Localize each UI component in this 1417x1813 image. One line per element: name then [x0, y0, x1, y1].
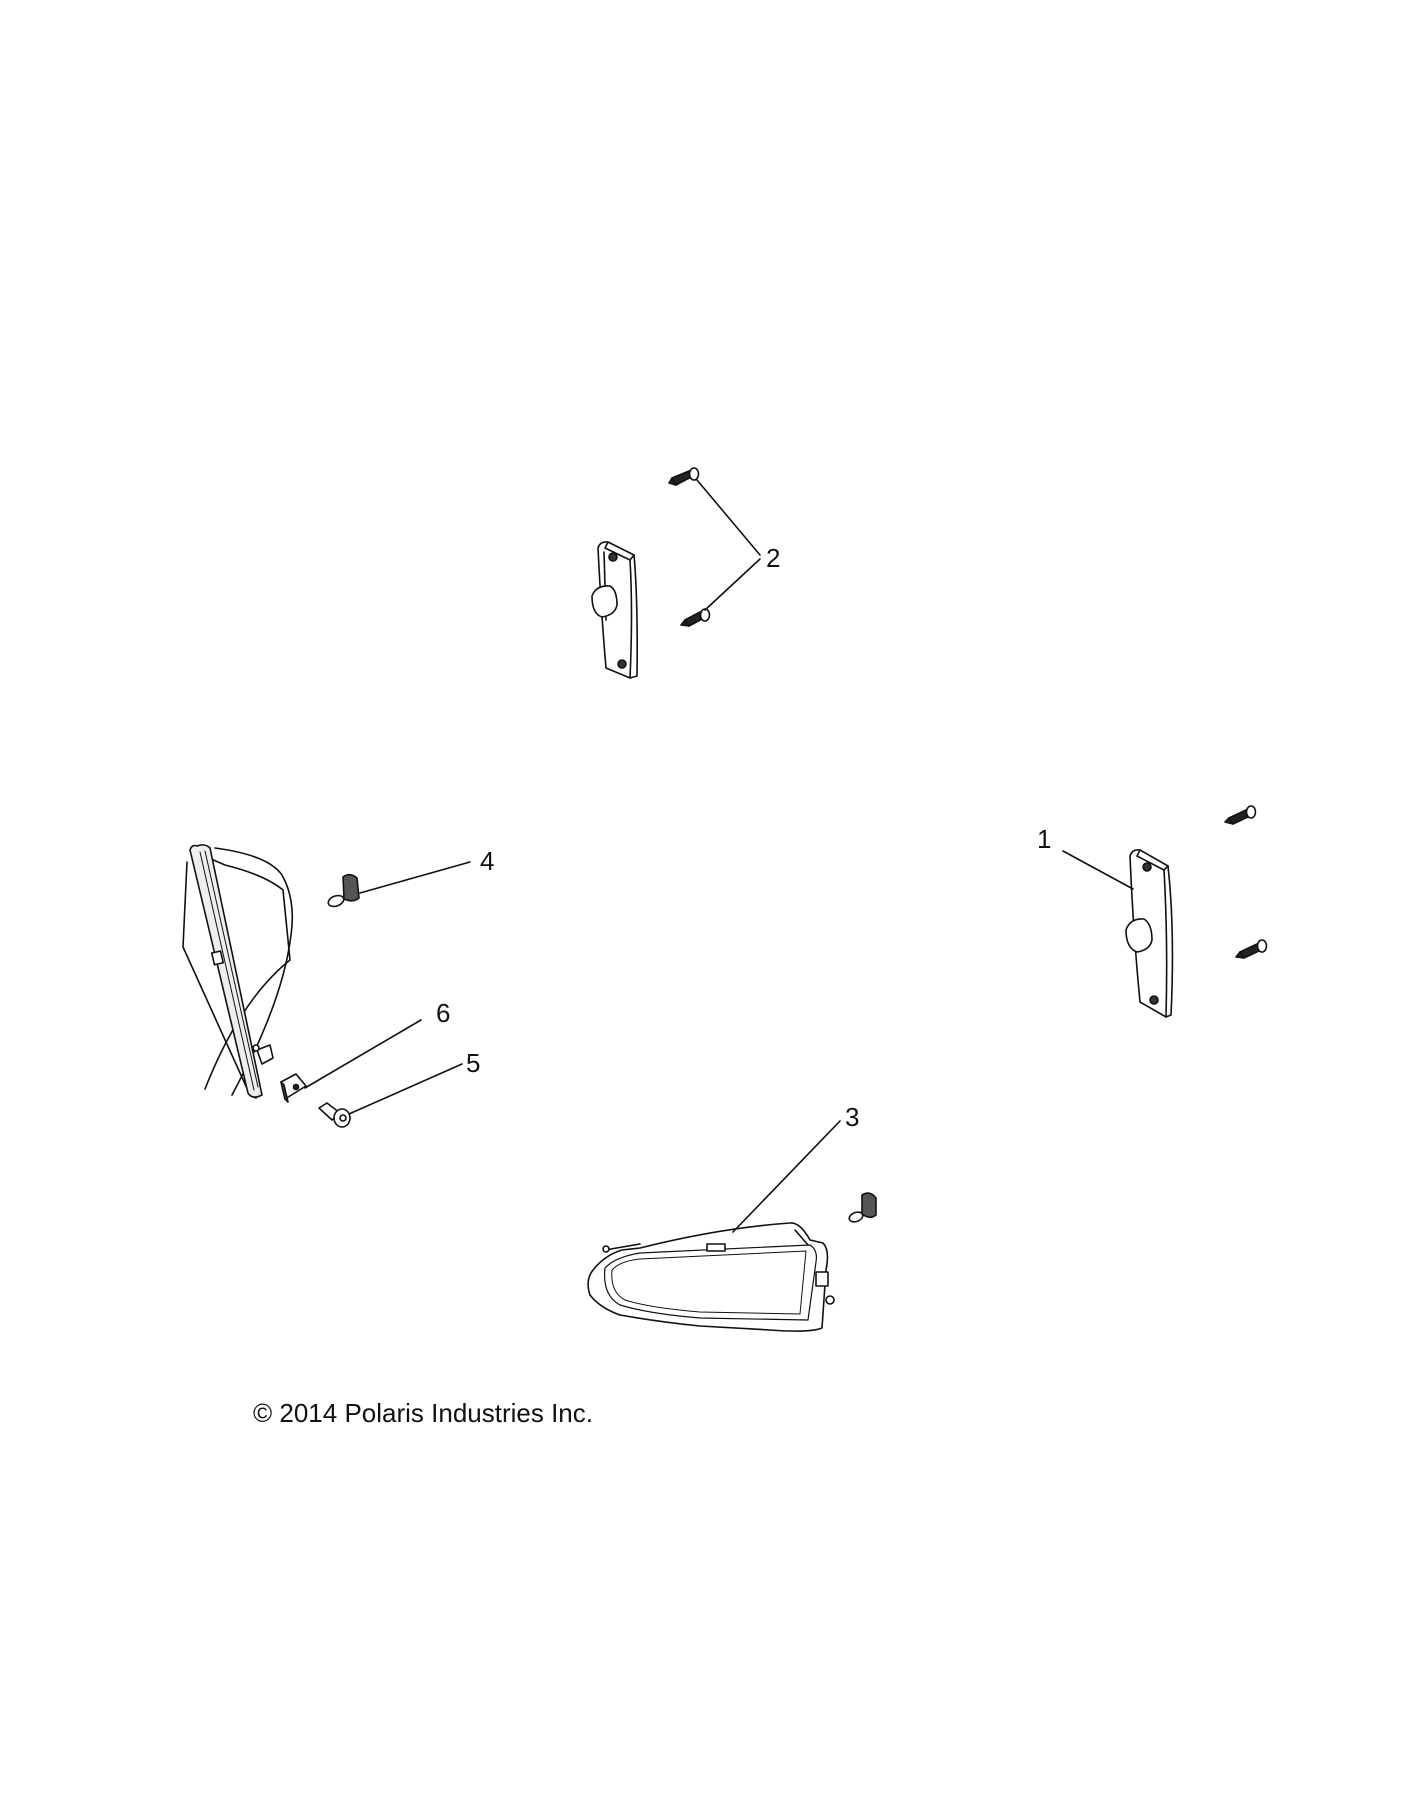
reflector-right: [1125, 849, 1174, 1018]
bulb-4: [327, 873, 360, 908]
screw-upper-2: [680, 608, 711, 627]
callout-label-6: 6: [436, 998, 451, 1028]
leader-line-2b: [704, 558, 761, 611]
callout-label-2: 2: [766, 543, 781, 573]
leader-line-5: [348, 1063, 463, 1115]
callout-label-1: 1: [1037, 824, 1052, 854]
leader-line-4: [359, 861, 471, 894]
screw-right-2: [1235, 939, 1268, 959]
leader-line-1: [1062, 850, 1134, 890]
fog-lamp-housing: [587, 1222, 835, 1332]
bolt-5: [318, 1102, 351, 1128]
leader-line-3: [732, 1120, 841, 1233]
leader-line-2a: [696, 479, 761, 556]
copyright-notice: © 2014 Polaris Industries Inc.: [253, 1398, 593, 1428]
callout-label-3: 3: [845, 1102, 860, 1132]
screw-right-1: [1224, 805, 1257, 825]
headlight-assembly: [182, 844, 294, 1099]
callout-label-4: 4: [480, 846, 495, 876]
reflector-upper: [591, 541, 638, 679]
screw-upper-1: [668, 467, 700, 486]
leader-line-6: [304, 1019, 422, 1089]
clip-6: [280, 1073, 307, 1103]
bulb-fog: [848, 1192, 877, 1223]
callout-label-5: 5: [466, 1048, 481, 1078]
